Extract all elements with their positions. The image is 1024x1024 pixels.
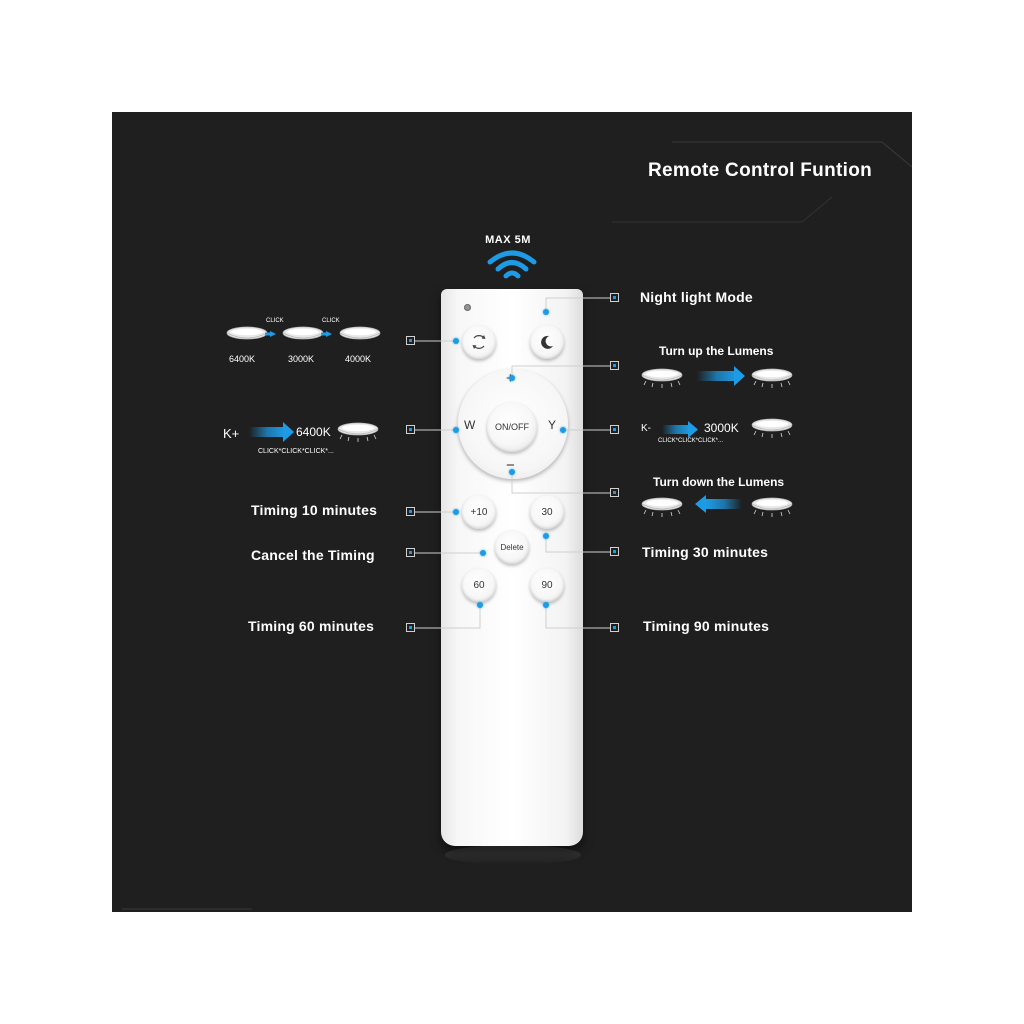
cancel-timing-label: Cancel the Timing bbox=[251, 547, 375, 563]
ceiling-lamp-icon bbox=[641, 497, 683, 518]
arrow-right-icon bbox=[734, 366, 745, 386]
cycle-temp-3: 4000K bbox=[345, 354, 372, 364]
cycle-temp-2: 3000K bbox=[288, 354, 315, 364]
cycle-click-2: CLICK bbox=[322, 318, 340, 324]
infographic-panel: Remote Control Funtion MAX 5M + − W Y ON… bbox=[112, 112, 912, 912]
warm-button[interactable]: W bbox=[464, 418, 476, 432]
remote-shadow bbox=[445, 845, 581, 865]
marker-90 bbox=[610, 623, 619, 632]
ceiling-lamp-icon bbox=[339, 326, 381, 340]
anchor-delete bbox=[480, 550, 486, 556]
moon-icon bbox=[541, 335, 553, 349]
timer-90-button[interactable]: 90 bbox=[530, 568, 564, 602]
turn-down-label: Turn down the Lumens bbox=[653, 475, 785, 489]
arrow-right-icon bbox=[326, 331, 332, 337]
page-title: Remote Control Funtion bbox=[648, 160, 873, 181]
marker-60 bbox=[406, 623, 415, 632]
night-mode-button[interactable] bbox=[530, 325, 564, 359]
ceiling-lamp-icon bbox=[751, 368, 793, 389]
color-cycle-icon bbox=[472, 335, 486, 349]
arrow-left-icon bbox=[695, 495, 706, 513]
ceiling-lamp-icon bbox=[337, 422, 379, 443]
marker-plus bbox=[610, 361, 619, 370]
delete-timer-button[interactable]: Delete bbox=[495, 530, 529, 564]
k-plus-clicks: CLICK*CLICK*CLICK*... bbox=[258, 448, 334, 455]
ceiling-lamp-icon bbox=[226, 326, 268, 340]
arrow-right-icon bbox=[283, 422, 294, 442]
timing-30-label: Timing 30 minutes bbox=[642, 544, 769, 560]
ceiling-lamp-icon bbox=[751, 418, 793, 439]
anchor-90 bbox=[543, 602, 549, 608]
k-minus-clicks: CLICK*CLICK*CLICK*... bbox=[658, 438, 724, 444]
anchor-cycle bbox=[453, 338, 459, 344]
ceiling-lamp-icon bbox=[282, 326, 324, 340]
marker-cycle bbox=[406, 336, 415, 345]
cool-button[interactable]: Y bbox=[548, 418, 557, 432]
marker-night bbox=[610, 293, 619, 302]
marker-delete bbox=[406, 548, 415, 557]
k-minus-label: K- bbox=[641, 423, 651, 434]
indicator-led bbox=[464, 304, 471, 311]
arrow-right-icon bbox=[688, 421, 698, 438]
cycle-click-1: CLICK bbox=[266, 318, 284, 324]
marker-10 bbox=[406, 507, 415, 516]
k-plus-temp: 6400K bbox=[296, 425, 331, 439]
anchor-30 bbox=[543, 533, 549, 539]
k-plus-label: K+ bbox=[223, 426, 240, 441]
arrow-right-icon bbox=[270, 331, 276, 337]
anchor-10 bbox=[453, 509, 459, 515]
anchor-minus bbox=[509, 469, 515, 475]
brightness-down-button[interactable]: − bbox=[506, 457, 515, 474]
cycle-temp-1: 6400K bbox=[229, 354, 256, 364]
anchor-night bbox=[543, 309, 549, 315]
ceiling-lamp-icon bbox=[641, 368, 683, 389]
timing-10-label: Timing 10 minutes bbox=[251, 502, 378, 518]
marker-minus bbox=[610, 488, 619, 497]
decorative-lines bbox=[122, 141, 912, 910]
ceiling-lamp-icon bbox=[751, 497, 793, 518]
timing-60-label: Timing 60 minutes bbox=[248, 618, 375, 634]
connector-lines bbox=[414, 297, 610, 629]
marker-y bbox=[610, 425, 619, 434]
wifi-icon bbox=[487, 250, 537, 279]
marker-w bbox=[406, 425, 415, 434]
anchor-60 bbox=[477, 602, 483, 608]
timer-60-button[interactable]: 60 bbox=[462, 568, 496, 602]
on-off-button[interactable]: ON/OFF bbox=[487, 402, 537, 452]
k-minus-temp: 3000K bbox=[704, 421, 739, 435]
anchor-w bbox=[453, 427, 459, 433]
marker-30 bbox=[610, 547, 619, 556]
turn-up-label: Turn up the Lumens bbox=[659, 344, 774, 358]
color-cycle-button[interactable] bbox=[462, 325, 496, 359]
range-label: MAX 5M bbox=[485, 234, 531, 246]
timing-90-label: Timing 90 minutes bbox=[643, 618, 770, 634]
timer-30-button[interactable]: 30 bbox=[530, 495, 564, 529]
timer-10-button[interactable]: +10 bbox=[462, 495, 496, 529]
anchor-plus bbox=[509, 375, 515, 381]
anchor-y bbox=[560, 427, 566, 433]
night-light-label: Night light Mode bbox=[640, 289, 753, 305]
lamp-illustrations bbox=[226, 326, 793, 518]
